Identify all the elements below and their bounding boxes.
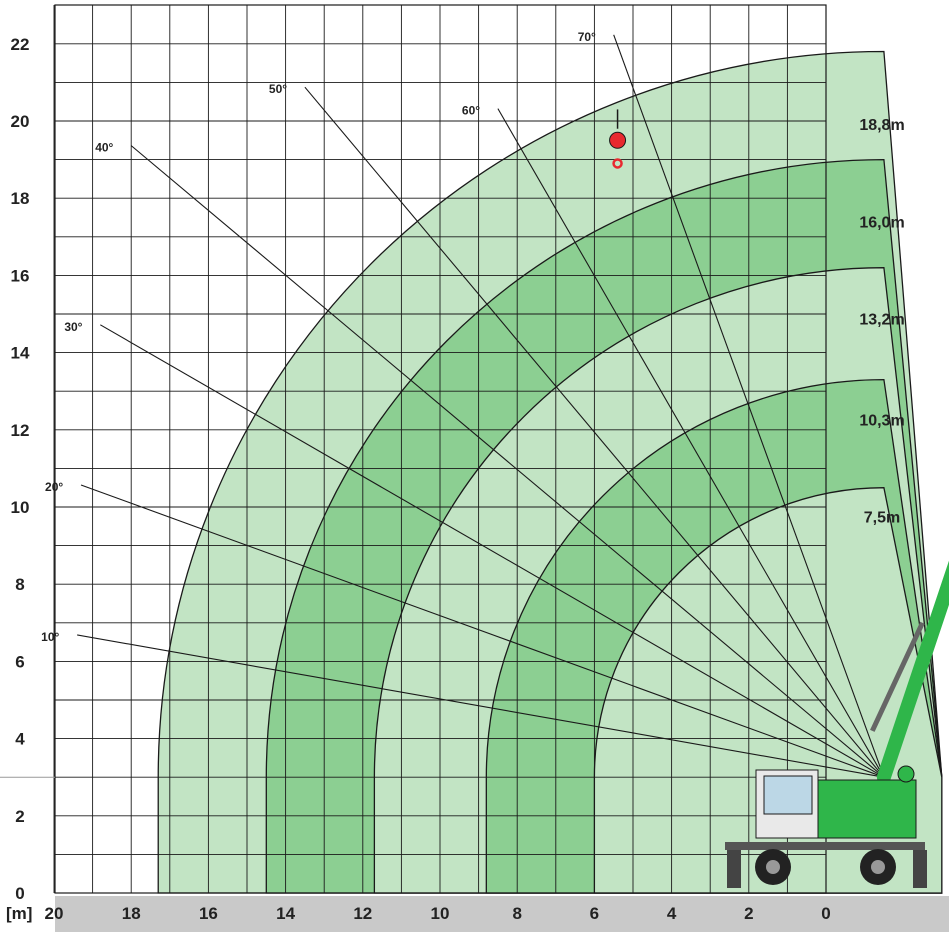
crane-illustration xyxy=(609,109,949,888)
angle-label: 60° xyxy=(462,104,480,118)
hook-icon xyxy=(612,158,623,169)
y-tick-label: 12 xyxy=(11,421,30,440)
radius-label: 7,5m xyxy=(864,510,900,527)
y-tick-label: 8 xyxy=(15,575,24,594)
angle-labels: 10° 20° 30° 40° 50° 60° 70° xyxy=(41,30,596,644)
angle-line xyxy=(497,108,885,778)
x-tick-label: 18 xyxy=(122,904,141,923)
y-tick-label: 20 xyxy=(11,112,30,131)
outrigger xyxy=(913,850,927,888)
radius-label: 10,3m xyxy=(859,412,904,429)
angle-label: 50° xyxy=(269,82,287,96)
angle-label: 20° xyxy=(45,480,63,494)
angle-line xyxy=(130,145,885,778)
x-tick-label: 14 xyxy=(276,904,295,923)
radius-label: 13,2m xyxy=(859,312,904,329)
y-tick-label: 22 xyxy=(11,35,30,54)
unit-label: [m] xyxy=(6,904,32,923)
y-tick-label: 0 xyxy=(15,884,24,903)
y-tick-label: 2 xyxy=(15,807,24,826)
angle-label: 70° xyxy=(578,30,596,44)
x-tick-label: 2 xyxy=(744,904,753,923)
x-tick-label: 8 xyxy=(512,904,521,923)
x-tick-label: 4 xyxy=(667,904,677,923)
angle-label: 40° xyxy=(95,141,113,155)
y-axis: 0 2 4 6 8 10 12 14 16 18 20 22 xyxy=(11,35,30,903)
x-axis-bar xyxy=(55,896,949,932)
radius-label: 18,8m xyxy=(859,117,904,134)
angle-line xyxy=(100,324,885,778)
angle-line xyxy=(80,484,885,778)
machine-body xyxy=(817,779,917,839)
boom-base-section xyxy=(876,560,949,785)
y-tick-label: 6 xyxy=(15,652,24,671)
hook-block xyxy=(609,131,627,149)
x-tick-label: 20 xyxy=(45,904,64,923)
y-tick-label: 4 xyxy=(15,730,25,749)
boom-cylinder xyxy=(870,621,925,732)
x-tick-label: 10 xyxy=(431,904,450,923)
angle-label: 10° xyxy=(41,630,59,644)
angle-lines xyxy=(77,34,885,778)
x-tick-label: 16 xyxy=(199,904,218,923)
y-tick-label: 10 xyxy=(11,498,30,517)
wheel-hub xyxy=(871,860,885,874)
wheel-hub xyxy=(766,860,780,874)
grid-lines xyxy=(0,4,827,894)
chassis xyxy=(725,842,925,850)
y-tick-label: 18 xyxy=(11,189,30,208)
x-tick-label: 6 xyxy=(590,904,599,923)
plot-frame xyxy=(54,4,827,894)
radius-label: 16,0m xyxy=(859,214,904,231)
x-tick-label: 12 xyxy=(353,904,372,923)
x-tick-label: 0 xyxy=(821,904,830,923)
radius-labels: 7,5m 10,3m 13,2m 16,0m 18,8m xyxy=(859,117,904,527)
angle-label: 30° xyxy=(64,320,82,334)
y-tick-label: 16 xyxy=(11,266,30,285)
angle-line xyxy=(77,634,884,778)
outrigger xyxy=(727,850,741,888)
angle-line xyxy=(304,86,885,778)
cab-window xyxy=(763,775,813,815)
angle-line xyxy=(613,34,885,778)
boom-pivot-joint xyxy=(897,765,915,783)
y-tick-label: 14 xyxy=(11,344,30,363)
